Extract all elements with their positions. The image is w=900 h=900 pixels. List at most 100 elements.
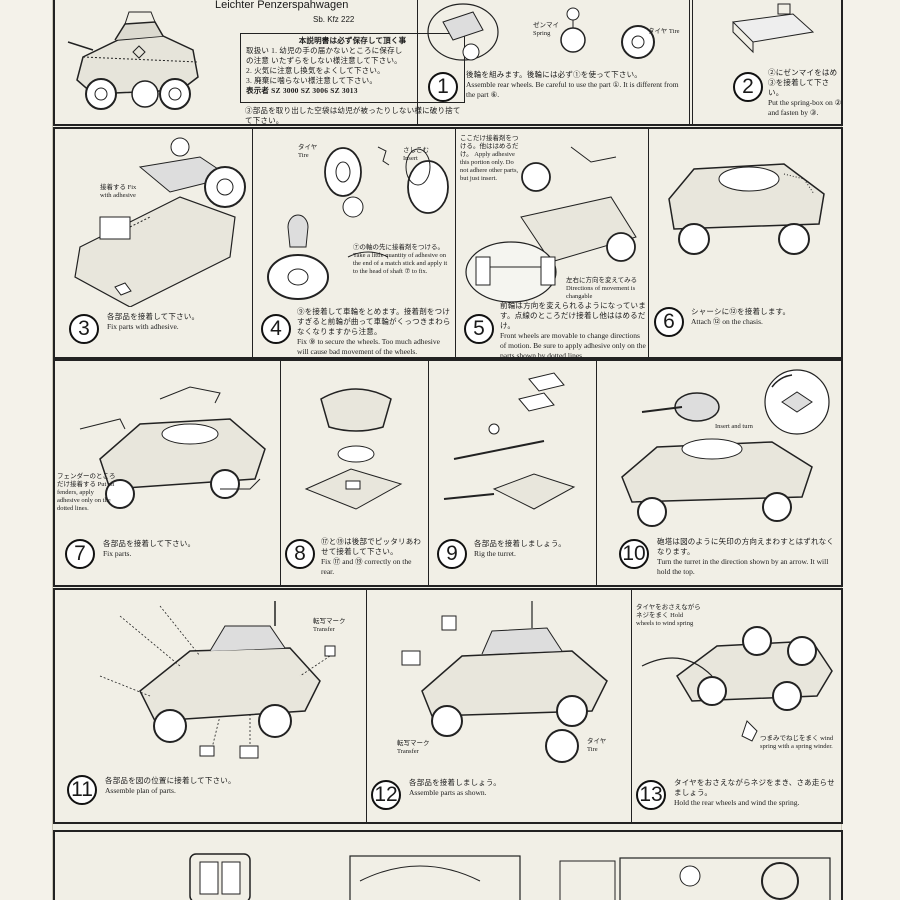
step-7-en: Fix parts.	[103, 549, 132, 558]
step-12-en: Assemble parts as shown.	[409, 788, 487, 797]
step-1-panel: ゼンマイ Spring タイヤ Tire 1 後輪を組みます。後輪には必ず①を使…	[417, 0, 690, 124]
step-13-panel: タイヤをおさえながらネジをまく Hold wheels to wind spri…	[632, 590, 841, 822]
step-13-caption: タイヤをおさえながらネジをまき、さあ走らせましょう。 Hold the rear…	[674, 778, 839, 808]
step-6-number: 6	[654, 307, 684, 337]
turret-rig-diagram	[443, 372, 576, 510]
step-5-number: 5	[464, 314, 494, 344]
front-wheel-diagram	[267, 146, 449, 300]
step-4-panel: タイヤ Tire さしこむ Insert ⑦の軸の先に接着剤をつける。 Take…	[253, 129, 456, 357]
step-1-caption: 後輪を組みます。後輪には必ず①を使って下さい。 Assemble rear wh…	[466, 70, 686, 100]
step-2-en: Put the spring-box on ② and fasten by ③.	[768, 98, 842, 117]
step-12-caption: 各部品を接着しましょう。 Assemble parts as shown.	[409, 778, 624, 798]
tire-callout: タイヤ Tire	[648, 28, 680, 35]
step-2-jp: ②にゼンマイをはめ③を接着して下さい。	[768, 68, 838, 97]
step-7-panel: フェンダーのところだけ接着する Put on fenders, apply ad…	[55, 361, 281, 585]
step-12-number: 12	[371, 780, 401, 810]
insert-callout: さしこむ Insert	[403, 147, 429, 162]
step-3-panel: 接着する Fix with adhesive 3 各部品を接着して下さい。 Fi…	[55, 129, 253, 357]
step-10-panel: Insert and turn 10 砲塔は図のように矢印の方向えまわすとはずれ…	[597, 361, 841, 585]
step-8-number: 8	[285, 539, 315, 569]
step-10-caption: 砲塔は図のように矢印の方向えまわすとはずれなくなります。 Turn the tu…	[657, 537, 837, 577]
step-7-jp: 各部品を接着して下さい。	[103, 539, 196, 548]
model-title: Leichter Penzerspahwagen	[215, 0, 349, 11]
step-2-caption: ②にゼンマイをはめ③を接着して下さい。 Put the spring-box o…	[768, 68, 843, 118]
header-cell: Leichter Penzerspahwagen Sb. Kfz 222 本説明…	[55, 0, 465, 125]
step-5-panel: ここだけ接着剤をつける。他ははめるだけ。 Apply adhesive this…	[456, 129, 649, 360]
step-11-jp: 各部品を図の位置に接着して下さい。	[105, 776, 236, 785]
step-12-panel: 転写マーク Transfer タイヤ Tire 12 各部品を接着しましょう。 …	[367, 590, 632, 822]
step-3-caption: 各部品を接着して下さい。 Fix parts with adhesive.	[107, 312, 247, 332]
notes-line: の注意 いたずらをしない様注意して下さい。	[246, 56, 402, 65]
notes-line: 取扱い 1. 幼児の手の届かないところに保存し	[246, 46, 403, 55]
steering-diagram	[465, 146, 637, 303]
step-10-number: 10	[619, 539, 649, 569]
step-4-number: 4	[261, 314, 291, 344]
step-9-caption: 各部品を接着しましょう。 Rig the turret.	[474, 539, 594, 559]
steps-11-13-row: 転写マーク Transfer 11 各部品を図の位置に接着して下さい。 Asse…	[53, 588, 843, 824]
step-1-en: Assemble rear wheels. Be careful to use …	[466, 80, 679, 99]
step-13-en: Hold the rear wheels and wind the spring…	[674, 798, 800, 807]
header-row: Leichter Penzerspahwagen Sb. Kfz 222 本説明…	[53, 0, 843, 126]
step-8-caption: ⑰と⑲は後部でピッタリあわせて接着して下さい。 Fix ⑰ and ⑲ corr…	[321, 537, 426, 577]
transfer-callout-12: 転写マーク Transfer	[397, 740, 430, 755]
step-12-jp: 各部品を接着しましょう。	[409, 778, 501, 787]
adhesive-match-callout: ⑦の軸の先に接着剤をつける。 Take a little quantity of…	[353, 244, 448, 275]
step-6-caption: シャーシに⑫を接着します。 Attach ⑫ on the chasis.	[691, 307, 836, 327]
rear-wheel-diagram	[427, 3, 655, 61]
exploded-parts-diagram	[99, 601, 336, 759]
turret-base-diagram	[304, 388, 403, 510]
insert-turn-callout: Insert and turn	[715, 423, 753, 430]
step-4-jp: ⑨を接着して車輪をとめます。接着剤をつけすぎると前輪が曲って車輪がくっつきまわら…	[297, 307, 451, 336]
step-3-jp: 各部品を接着して下さい。	[107, 312, 200, 321]
step-8-panel: 8 ⑰と⑲は後部でピッタリあわせて接着して下さい。 Fix ⑰ and ⑲ co…	[281, 361, 429, 585]
spring-box-diagram	[731, 3, 815, 54]
step-4-caption: ⑨を接着して車輪をとめます。接着剤をつけすぎると前輪が曲って車輪がくっつきまわら…	[297, 307, 453, 357]
step-9-jp: 各部品を接着しましょう。	[474, 539, 566, 548]
chassis-diagram	[74, 137, 246, 307]
step-13-jp: タイヤをおさえながらネジをまき、さあ走らせましょう。	[674, 778, 835, 797]
step-11-panel: 転写マーク Transfer 11 各部品を図の位置に接着して下さい。 Asse…	[55, 590, 367, 822]
step-2-number: 2	[733, 72, 763, 102]
steps-7-10-row: フェンダーのところだけ接着する Put on fenders, apply ad…	[53, 359, 843, 587]
directions-callout: 左右に方向を変えてみる Directions of movement is ch…	[566, 277, 638, 300]
step-5-jp: 前輪は方向を変えられるようになっています。点線のところだけ接着し他ははめるだけ。	[500, 301, 646, 330]
final-assembly-diagram	[401, 601, 608, 763]
step-8-en: Fix ⑰ and ⑲ correctly on the rear.	[321, 557, 412, 576]
bag-warning: ③部品を取り出した空袋は幼児が被ったりしない様に破り捨てて下さい。	[245, 106, 461, 125]
step-6-panel: 6 シャーシに⑫を接着します。 Attach ⑫ on the chasis.	[649, 129, 841, 357]
step-2-panel: 2 ②にゼンマイをはめ③を接着して下さい。 Put the spring-box…	[692, 0, 843, 124]
tire-callout-4: タイヤ Tire	[298, 144, 318, 159]
apply-adhesive-callout: ここだけ接着剤をつける。他ははめるだけ。 Apply adhesive this…	[460, 135, 519, 182]
fix-adhesive-callout: 接着する Fix with adhesive	[100, 184, 137, 199]
step-8-jp: ⑰と⑲は後部でピッタリあわせて接着して下さい。	[321, 537, 422, 556]
fender-diagram	[79, 386, 266, 509]
safety-notes-box: 本説明書は必ず保存して頂く事 取扱い 1. 幼児の手の届かないところに保存し の…	[240, 33, 465, 103]
step-9-number: 9	[437, 539, 467, 569]
notes-line: 2. 火気に注意し換気をよくして下さい。	[246, 66, 385, 75]
step-1-jp: 後輪を組みます。後輪には必ず①を使って下さい。	[466, 70, 642, 79]
parts-sprue-row	[53, 830, 843, 900]
step-7-number: 7	[65, 539, 95, 569]
hull-diagram	[668, 163, 825, 255]
step-7-caption: 各部品を接着して下さい。 Fix parts.	[103, 539, 273, 559]
step-11-caption: 各部品を図の位置に接着して下さい。 Assemble plan of parts…	[105, 776, 355, 796]
step-4-en: Fix ⑨ to secure the wheels. Too much adh…	[297, 337, 440, 356]
transfer-callout-11: 転写マーク Transfer	[313, 618, 346, 633]
step-10-en: Turn the turret in the direction shown b…	[657, 557, 829, 576]
model-subtitle: Sb. Kfz 222	[313, 15, 355, 24]
tire-callout-12: タイヤ Tire	[587, 738, 607, 753]
step-3-en: Fix parts with adhesive.	[107, 322, 179, 331]
step-9-panel: 9 各部品を接着しましょう。 Rig the turret.	[429, 361, 597, 585]
step-13-number: 13	[636, 780, 666, 810]
wind-spring-callout: つまみでねじをまく wind spring with a spring wind…	[760, 735, 834, 750]
spring-callout: ゼンマイ Spring	[533, 22, 559, 37]
step-5-en: Front wheels are movable to change direc…	[500, 331, 646, 360]
instruction-sheet: Leichter Penzerspahwagen Sb. Kfz 222 本説明…	[52, 0, 843, 900]
notes-heading: 本説明書は必ず保存して頂く事	[298, 36, 407, 45]
step-3-number: 3	[69, 314, 99, 344]
step-9-en: Rig the turret.	[474, 549, 516, 558]
step-6-en: Attach ⑫ on the chasis.	[691, 317, 763, 326]
step-6-jp: シャーシに⑫を接着します。	[691, 307, 791, 316]
parts-sprue-diagram	[189, 853, 831, 900]
step-11-number: 11	[67, 775, 97, 805]
